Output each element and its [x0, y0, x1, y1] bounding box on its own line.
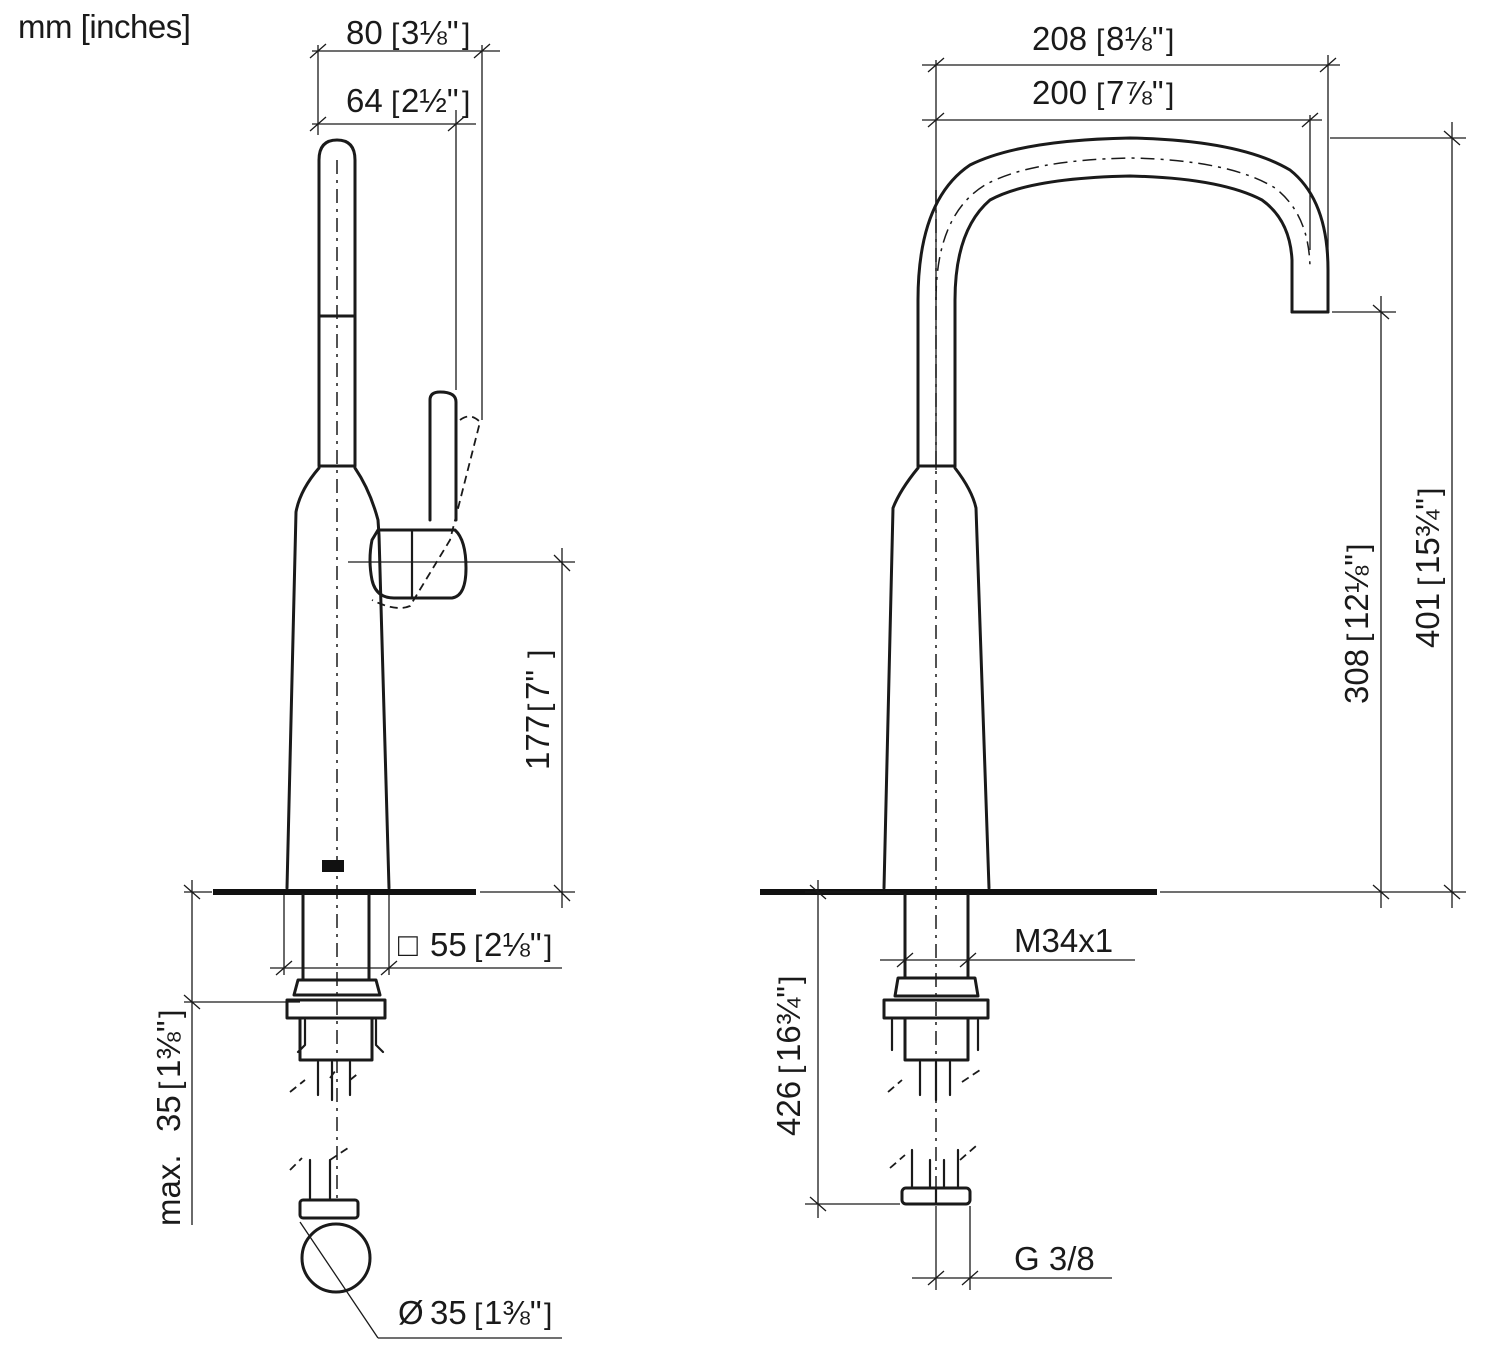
side-lever-hub	[368, 528, 468, 600]
dim-max-thickness-in: 1⅜"	[150, 1020, 187, 1078]
svg-text:]: ]	[774, 976, 807, 984]
side-body	[285, 466, 391, 890]
dim-lever-offset-in: 2½"	[401, 82, 459, 119]
dim-overall-width-in: 3⅛"	[401, 14, 459, 51]
dim-overall-reach-in: 8⅛"	[1106, 20, 1164, 57]
svg-text:[: [	[1342, 633, 1375, 642]
dim-below-counter-in: 16¾"	[770, 986, 807, 1062]
svg-text:]: ]	[154, 1010, 187, 1018]
svg-text:]: ]	[523, 650, 556, 658]
front-mounting-shank	[903, 893, 970, 980]
side-hole-circle	[300, 1222, 372, 1294]
svg-text:]: ]	[1342, 544, 1375, 552]
dim-spout-height-mm: 308	[1338, 649, 1375, 704]
dim-overall-reach-mm: 208	[1032, 20, 1087, 57]
units-label: mm [inches]	[18, 8, 191, 45]
svg-text:]: ]	[1166, 24, 1174, 57]
dim-spout-reach-in: 7⅞"	[1106, 74, 1164, 111]
svg-text:]: ]	[544, 1298, 552, 1331]
side-view: 80 [ 3⅛" ] 64 [ 2½" ] 177 [ 7" ] □ 55 [ …	[150, 14, 575, 1339]
dim-lever-offset-mm: 64	[346, 82, 383, 119]
dim-base-square-in: 2⅛"	[484, 926, 542, 963]
dim-hole-diameter-mm: 35	[430, 1294, 467, 1331]
dim-hole-diameter-in: 1⅜"	[484, 1294, 542, 1331]
side-lever-handle	[428, 390, 458, 522]
svg-text:]: ]	[1166, 78, 1174, 111]
dim-lever-height-mm: 177	[519, 715, 556, 770]
svg-text:[: [	[774, 1065, 807, 1074]
dim-spout-height-in: 12⅛"	[1338, 554, 1375, 630]
dim-base-square-mm: 55	[430, 926, 467, 963]
svg-text:[: [	[391, 86, 400, 119]
dim-max-thickness-mm: 35	[150, 1095, 187, 1132]
thread-label: M34x1	[1014, 922, 1113, 959]
dim-below-counter-mm: 426	[770, 1081, 807, 1136]
svg-text:[: [	[474, 1298, 483, 1331]
dim-max-thickness-prefix: max.	[150, 1154, 187, 1226]
dim-overall-width-mm: 80	[346, 14, 383, 51]
side-mounting-shank	[301, 893, 371, 982]
svg-text:[: [	[1096, 24, 1105, 57]
dim-hole-diameter-symbol: Ø	[398, 1294, 424, 1331]
front-view: 208 [ 8⅛" ] 200 [ 7⅞" ] 308 [ 12⅛" ] 401…	[760, 20, 1466, 1290]
side-lever-alt-position	[371, 415, 481, 609]
dim-total-height-in: 15¾"	[1409, 498, 1446, 574]
svg-text:]: ]	[462, 18, 470, 51]
svg-text:[: [	[1413, 577, 1446, 586]
svg-text:[: [	[1096, 78, 1105, 111]
front-spout-outer	[916, 136, 1330, 468]
connection-label: G 3/8	[1014, 1240, 1095, 1277]
front-spout-inner	[953, 174, 1294, 468]
svg-text:]: ]	[462, 86, 470, 119]
dim-spout-reach-mm: 200	[1032, 74, 1087, 111]
svg-text:]: ]	[544, 930, 552, 963]
side-spout-tube	[317, 138, 357, 467]
svg-text:[: [	[154, 1081, 187, 1090]
svg-text:[: [	[474, 930, 483, 963]
svg-text:[: [	[391, 18, 400, 51]
dim-total-height-mm: 401	[1409, 593, 1446, 648]
front-body	[882, 466, 991, 890]
svg-text:]: ]	[1413, 488, 1446, 496]
dim-base-square-symbol: □	[398, 926, 418, 963]
svg-text:[: [	[523, 703, 556, 712]
dim-lever-height-in: 7"	[519, 670, 556, 700]
